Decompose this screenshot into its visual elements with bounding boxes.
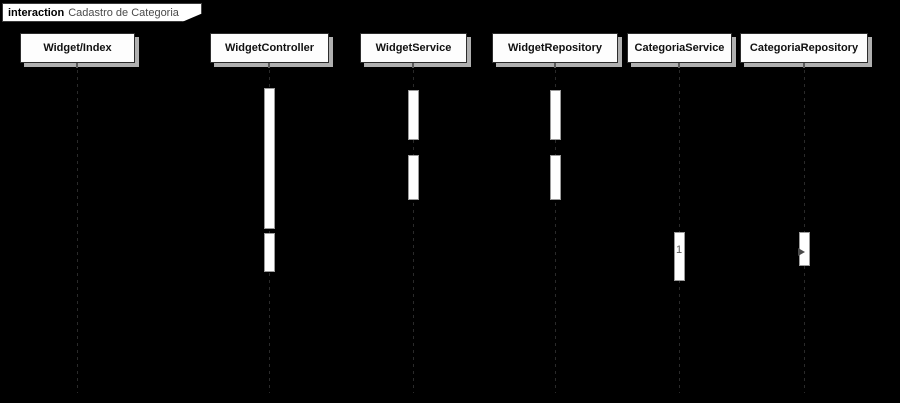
lifeline-tick	[76, 63, 78, 68]
lifeline-categoriaservice	[679, 63, 680, 393]
participant-label: WidgetRepository	[507, 42, 602, 54]
lifeline-widgetservice	[413, 63, 414, 393]
frame-name: Cadastro de Categoria	[68, 6, 179, 19]
lifeline-widget-index	[77, 63, 78, 393]
lifeline-widgetrepository	[555, 63, 556, 393]
lifeline-tick	[268, 63, 270, 68]
sequence-number-1: 1	[676, 244, 683, 256]
participant-box[interactable]: CategoriaRepository	[740, 33, 868, 63]
participant-label: WidgetService	[375, 42, 452, 54]
participant-widget-index[interactable]: Widget/Index	[20, 33, 139, 67]
participant-widgetrepository[interactable]: WidgetRepository	[492, 33, 622, 67]
participant-label: CategoriaService	[634, 42, 725, 54]
interaction-frame-tab: interaction Cadastro de Categoria	[2, 3, 202, 22]
lifeline-tick	[678, 63, 680, 68]
participant-label: Widget/Index	[43, 42, 112, 54]
activation-bar-categoriaservice[interactable]	[674, 232, 685, 281]
activation-bar-widgetservice[interactable]	[408, 90, 419, 140]
lifeline-tick	[554, 63, 556, 68]
frame-keyword: interaction	[8, 6, 65, 19]
participant-label: WidgetController	[224, 42, 315, 54]
message-arrowhead-categoria-repository	[798, 248, 805, 256]
activation-bar-widgetrepository[interactable]	[550, 155, 561, 200]
lifeline-categoriarepository	[804, 63, 805, 393]
participant-box[interactable]: WidgetRepository	[492, 33, 618, 63]
participant-box[interactable]: CategoriaService	[627, 33, 732, 63]
participant-box[interactable]: WidgetService	[360, 33, 467, 63]
participant-box[interactable]: Widget/Index	[20, 33, 135, 63]
activation-bar-widgetservice[interactable]	[408, 155, 419, 200]
participant-widgetservice[interactable]: WidgetService	[360, 33, 471, 67]
lifeline-tick	[412, 63, 414, 68]
participant-label: CategoriaRepository	[749, 42, 859, 54]
activation-bar-widgetcontroller[interactable]	[264, 233, 275, 272]
participant-widgetcontroller[interactable]: WidgetController	[210, 33, 333, 67]
lifeline-tick	[803, 63, 805, 68]
activation-bar-widgetrepository[interactable]	[550, 90, 561, 140]
participant-categoriarepository[interactable]: CategoriaRepository	[740, 33, 872, 67]
activation-bar-widgetcontroller[interactable]	[264, 88, 275, 229]
participant-categoriaservice[interactable]: CategoriaService	[627, 33, 736, 67]
participant-box[interactable]: WidgetController	[210, 33, 329, 63]
